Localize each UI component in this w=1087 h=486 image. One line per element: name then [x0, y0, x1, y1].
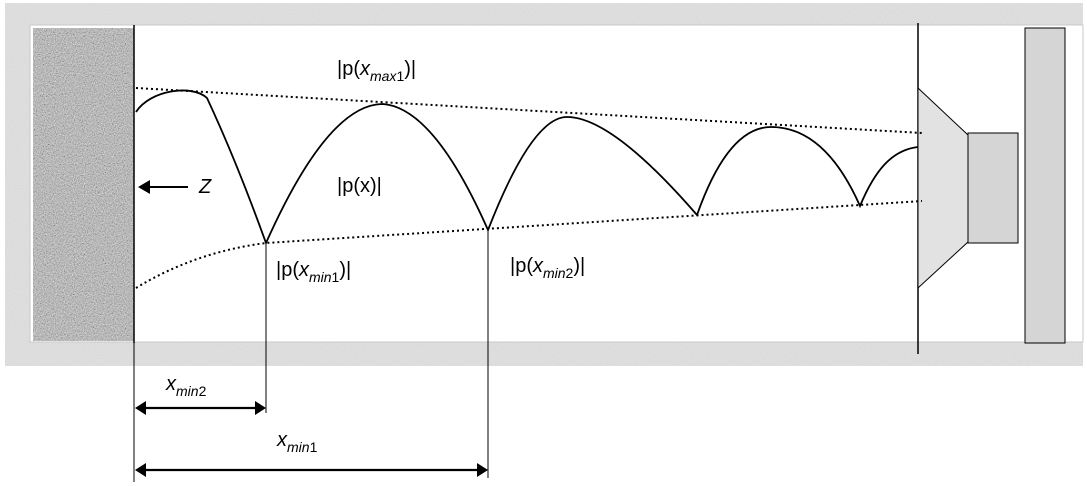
label-p-xmin2: |p(xmin2)|	[510, 255, 585, 281]
dim-xmin2-left-arrow	[135, 401, 146, 415]
dimension-xmin2	[135, 401, 266, 415]
tube-body	[5, 3, 1084, 366]
impedance-arrow	[138, 180, 188, 194]
label-p-xmin1: |p(xmin1)|	[276, 259, 351, 285]
arrow-left-icon	[138, 180, 150, 194]
label-xmin1: xmin1	[276, 429, 318, 455]
tube-interior	[29, 24, 1084, 343]
absorber-texture	[33, 28, 134, 341]
dim-xmin2-right-arrow	[255, 401, 266, 415]
loudspeaker-icon	[917, 23, 1019, 354]
dim-xmin1-right-arrow	[477, 463, 488, 477]
speaker-magnet	[967, 132, 1019, 244]
label-z: Z	[198, 176, 212, 198]
label-p-x: |p(x)|	[337, 175, 382, 197]
tube-end-cap	[1024, 27, 1066, 344]
max-envelope-line	[135, 87, 923, 134]
dim-xmin1-left-arrow	[135, 463, 146, 477]
label-xmin2: xmin2	[165, 373, 207, 399]
pressure-curve	[135, 89, 919, 246]
absorber-sample	[33, 25, 135, 343]
dimension-xmin1	[135, 463, 488, 477]
pressure-envelope	[135, 87, 923, 289]
label-p-xmax1: |p(xmax1)|	[337, 58, 416, 84]
